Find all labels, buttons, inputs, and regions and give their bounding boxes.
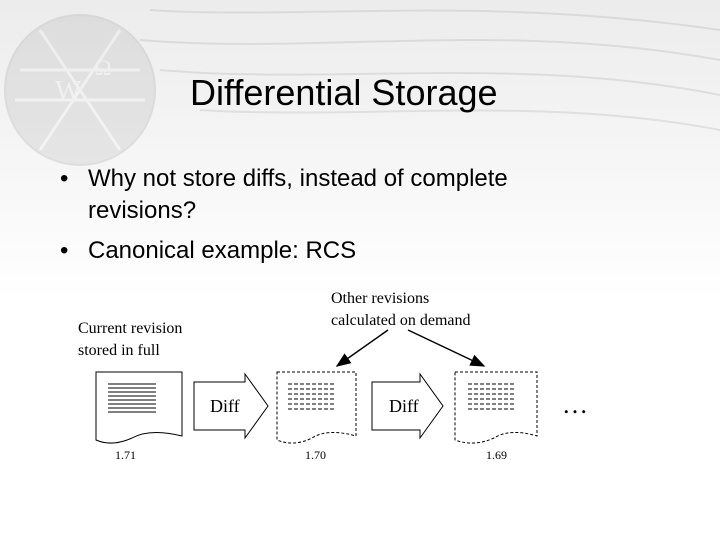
current-revision-note: Current revision stored in full — [78, 318, 182, 362]
pointer-arrow-right — [407, 329, 486, 367]
other-revisions-note: Other revisions calculated on demand — [331, 288, 471, 332]
globe-icon: W Ω — [4, 14, 156, 166]
bullet-2-line-1: Canonical example: RCS — [88, 237, 357, 264]
pointer-arrow-left — [335, 329, 389, 367]
diff-arrow-2 — [371, 372, 444, 440]
version-label-3: 1.69 — [486, 448, 507, 462]
ellipsis: … — [562, 390, 588, 419]
current-note-line-1: Current revision — [78, 320, 183, 337]
diff-arrow-1 — [193, 372, 269, 440]
version-label-1: 1.71 — [115, 448, 136, 462]
bullet-1-line-2: revisions? — [88, 197, 197, 224]
document-diff-2 — [454, 371, 538, 444]
other-note-line-1: Other revisions — [331, 290, 430, 307]
other-note-line-2: calculated on demand — [331, 312, 471, 329]
svg-text:Ω: Ω — [95, 55, 111, 80]
slide-title: Differential Storage — [190, 72, 498, 113]
bullet-1-line-1: Why not store diffs, instead of complete — [88, 165, 508, 192]
diff-label-2: Diff — [389, 396, 419, 416]
document-full — [95, 371, 183, 444]
svg-text:W: W — [55, 76, 82, 107]
bullet-marker: • — [60, 237, 69, 264]
current-note-line-2: stored in full — [78, 342, 160, 359]
bullet-marker: • — [60, 165, 69, 192]
background-decoration: W Ω — [4, 9, 720, 166]
version-label-2: 1.70 — [305, 448, 326, 462]
diff-label-1: Diff — [210, 396, 240, 416]
document-diff-1 — [276, 371, 357, 444]
